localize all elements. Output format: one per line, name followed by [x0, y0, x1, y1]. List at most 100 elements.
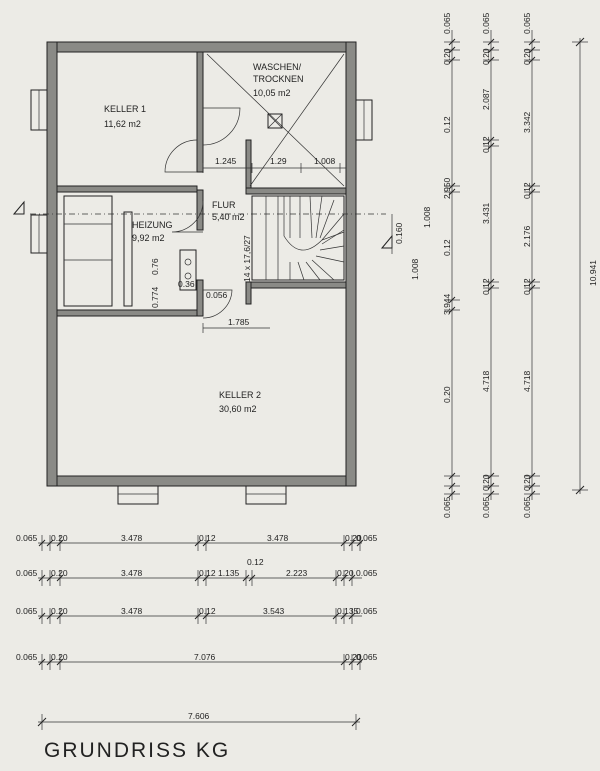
- flur-area: 5,40 m2: [212, 212, 245, 222]
- dim-slash: [528, 46, 536, 54]
- dim-slash: [487, 38, 495, 46]
- dim-slash: [528, 482, 536, 490]
- waschen-area: 10,05 m2: [253, 88, 291, 98]
- dim-slash: [528, 278, 536, 286]
- dim-label: 0.20: [51, 533, 68, 543]
- dim-label: 0.065: [442, 12, 452, 34]
- dim-label: 4.718: [522, 370, 532, 392]
- dim-label: 0.065: [481, 12, 491, 34]
- dim-1008-a: 1.008: [422, 206, 432, 228]
- dim-1008-b: 1.008: [410, 258, 420, 280]
- dim-slash: [356, 539, 364, 547]
- keller2-name: KELLER 2: [219, 390, 261, 400]
- dim-slash: [528, 56, 536, 64]
- dim-slash: [332, 612, 340, 620]
- dim-label: 0.065: [16, 533, 38, 543]
- staircase: [251, 195, 345, 281]
- dim-label: 0.065: [356, 533, 378, 543]
- dim-slash: [487, 278, 495, 286]
- dim-label: 0.12: [442, 239, 452, 256]
- keller1-area: 11,62 m2: [104, 119, 141, 129]
- dim-label: 0.20: [51, 652, 68, 662]
- dim-label: 0.065: [356, 606, 378, 616]
- keller1-name: KELLER 1: [104, 104, 146, 114]
- dim-label: 0.12: [199, 568, 216, 578]
- dim-slash: [248, 574, 256, 582]
- dim-slash: [448, 46, 456, 54]
- dim-slash: [348, 574, 356, 582]
- dim-label: 4.718: [481, 370, 491, 392]
- right-dimension-columns: 0.0650.200.122.9500.123.9440.200.0650.06…: [442, 12, 540, 518]
- dim-slash: [348, 658, 356, 666]
- keller2-area: 30,60 m2: [219, 404, 257, 414]
- dim-slash: [487, 46, 495, 54]
- interior-walls: [56, 51, 347, 317]
- flur-name: FLUR: [212, 200, 236, 210]
- dim-slash: [487, 482, 495, 490]
- waschen-cross: [206, 53, 345, 187]
- dim-slash: [46, 658, 54, 666]
- dim-0774: 0.774: [150, 286, 160, 308]
- dim-slash: [56, 574, 64, 582]
- section-line: [12, 200, 393, 254]
- dim-slash: [56, 658, 64, 666]
- dim-slash: [487, 136, 495, 144]
- dim-1785: 1.785: [228, 317, 250, 327]
- dim-label: 3.478: [267, 533, 289, 543]
- dim-slash: [38, 612, 46, 620]
- dim-label: 0.12: [199, 533, 216, 543]
- dim-label: 0.065: [522, 496, 532, 518]
- stair-label: 14 x 17,6/27: [242, 235, 252, 282]
- waschen-name-line1: WASCHEN/: [253, 62, 302, 72]
- dim-label: 0.20: [51, 606, 68, 616]
- dim-slash: [38, 574, 46, 582]
- dim-label: 0.20: [522, 474, 532, 491]
- dim-slash: [348, 612, 356, 620]
- dim-label: 0.12: [522, 278, 532, 295]
- dim-slash: [448, 182, 456, 190]
- dim-label: 0.065: [16, 606, 38, 616]
- dim-slash: [528, 284, 536, 292]
- dim-slash: [448, 490, 456, 498]
- dim-slash: [202, 539, 210, 547]
- dim-slash: [528, 188, 536, 196]
- dim-label: 1.135: [218, 568, 240, 578]
- dim-slash: [38, 658, 46, 666]
- dim-label: 0.20: [442, 48, 452, 65]
- dim-slash: [340, 539, 348, 547]
- exterior-walls: [46, 41, 357, 487]
- dim-slash: [448, 306, 456, 314]
- dim-label: 0.12: [481, 278, 491, 295]
- dim-slash: [340, 574, 348, 582]
- dim-slash: [194, 612, 202, 620]
- dim-label: 0.065: [356, 568, 378, 578]
- dim-slash: [487, 284, 495, 292]
- dim-1008: 1.008: [314, 156, 336, 166]
- dim-label: 3.944: [442, 293, 452, 315]
- dim-label: 0.065: [16, 652, 38, 662]
- dim-0056: 0.056: [206, 290, 228, 300]
- dim-label: 0.20: [345, 533, 362, 543]
- dim-slash: [46, 612, 54, 620]
- dim-label: 3.478: [121, 568, 143, 578]
- dim-slash: [528, 490, 536, 498]
- dim-slash: [242, 574, 250, 582]
- dim-slash: [46, 539, 54, 547]
- dim-slash: [448, 38, 456, 46]
- dim-slash: [340, 658, 348, 666]
- dim-slash: [348, 539, 356, 547]
- dim-slash: [448, 56, 456, 64]
- dim-label: 3.431: [481, 202, 491, 224]
- dim-slash: [528, 472, 536, 480]
- dim-slash: [194, 539, 202, 547]
- dim-label: 0.065: [481, 496, 491, 518]
- dim-label: 0.065: [16, 568, 38, 578]
- dim-slash: [448, 296, 456, 304]
- dim-label: 0.065: [356, 652, 378, 662]
- dim-label: 0.12: [522, 182, 532, 199]
- dim-slash: [487, 142, 495, 150]
- dim-label: 0.12: [481, 136, 491, 153]
- dim-label: 0.20: [481, 48, 491, 65]
- dim-label: 0.065: [522, 12, 532, 34]
